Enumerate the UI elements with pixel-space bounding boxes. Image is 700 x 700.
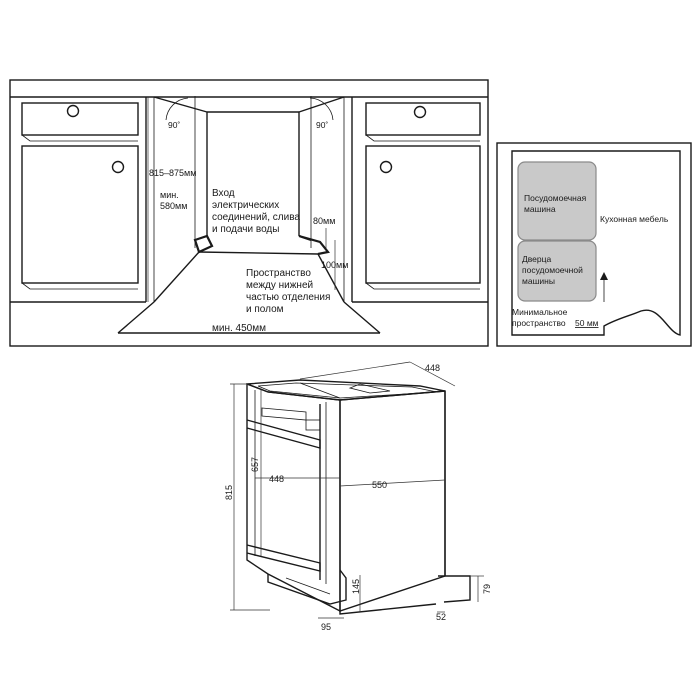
dishwasher-block	[517, 161, 597, 241]
min-space-line-2: пространство	[512, 318, 566, 328]
side-view-frame	[496, 142, 692, 347]
angle-label-left: 90˚	[168, 120, 180, 130]
space-line-4: и полом	[246, 304, 284, 315]
dim-448-top: 448	[425, 363, 440, 373]
front-installation-view	[9, 79, 489, 347]
inlet-line-2: электрических	[212, 200, 279, 211]
dishwasher-line-2: машина	[524, 204, 556, 214]
dim-815: 815	[224, 485, 234, 500]
dim-79: 79	[482, 584, 492, 594]
dim-448-front: 448	[269, 474, 284, 484]
right-cabinet	[352, 102, 488, 303]
inlet-line-3: соединений, слива	[212, 212, 300, 223]
space-line-2: между нижней	[246, 280, 313, 291]
dishwasher-line-1: Посудомоечная	[524, 193, 587, 203]
door-label: Дверца посудомоечной машины	[522, 254, 585, 286]
front-view-frame	[9, 79, 489, 347]
dim-95: 95	[321, 622, 331, 632]
appliance-3d-view	[230, 361, 484, 619]
knob-icon	[111, 160, 125, 174]
angle-label-right: 90˚	[316, 120, 328, 130]
height-range-label: 815–875мм	[149, 168, 196, 178]
min-space-line-1: Минимальное	[512, 307, 568, 317]
knob-icon	[413, 105, 427, 119]
min-depth-label: мин. 580мм	[160, 190, 187, 211]
inlet-label: Вход электрических соединений, слива и п…	[212, 188, 303, 235]
furniture-label: Кухонная мебель	[600, 214, 669, 224]
min-space-label: Минимальное пространство	[512, 307, 570, 328]
inlet-line-1: Вход	[212, 188, 235, 199]
dim-52: 52	[436, 612, 446, 622]
min-width-label: мин. 450мм	[212, 323, 266, 334]
angle-arc-left	[165, 97, 189, 121]
min-depth-line-2: 580мм	[160, 201, 187, 211]
angle-arc-right	[309, 97, 334, 121]
dishwasher-label: Посудомоечная машина	[524, 193, 589, 214]
arrow-up-icon	[600, 272, 608, 280]
inlet-line-4: и подачи воды	[212, 224, 279, 235]
door-line-1: Дверца	[522, 254, 551, 264]
side-view	[496, 142, 692, 347]
dim-657: 657	[250, 457, 260, 472]
dim-100-label: 100мм	[321, 260, 348, 270]
dishwasher-door-block	[517, 240, 597, 302]
dim-145: 145	[351, 579, 361, 594]
knob-icon	[66, 104, 80, 118]
dim-80-label: 80мм	[313, 216, 335, 226]
space-label: Пространство между нижней частью отделен…	[246, 268, 333, 315]
door-line-3: машины	[522, 276, 555, 286]
min-space-value: 50 мм	[575, 318, 599, 328]
knob-icon	[379, 160, 393, 174]
min-depth-line-1: мин.	[160, 190, 179, 200]
space-line-3: частью отделения	[246, 292, 330, 303]
space-line-1: Пространство	[246, 268, 311, 279]
niche	[117, 96, 381, 334]
left-cabinet	[10, 102, 146, 303]
dim-550: 550	[372, 480, 387, 490]
door-line-2: посудомоечной	[522, 265, 583, 275]
